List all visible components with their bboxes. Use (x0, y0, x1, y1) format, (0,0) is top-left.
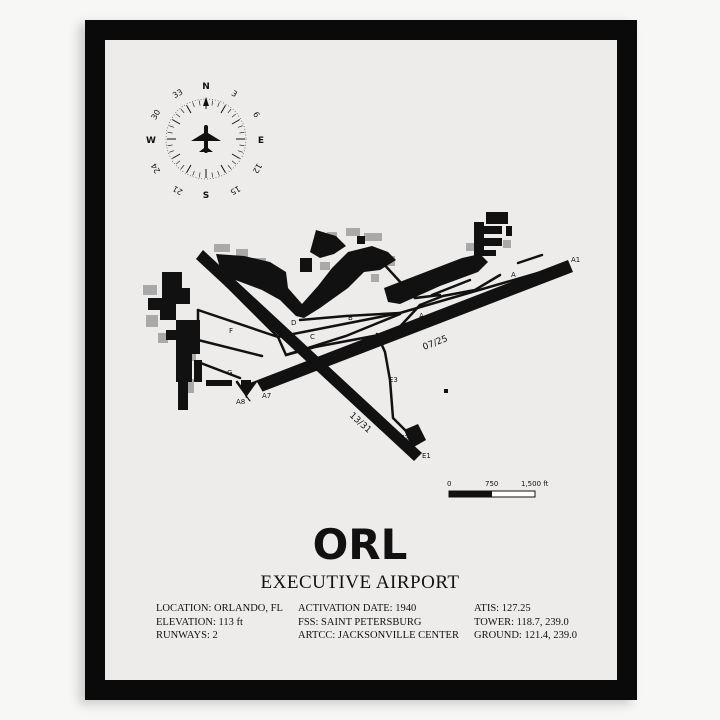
compass-tick (239, 131, 245, 134)
compass-tick (198, 100, 201, 106)
compass-tick (171, 153, 181, 159)
info-tower: TOWER: 118.7, 239.0 (474, 616, 569, 628)
compass-tick (231, 119, 241, 125)
compass-n: N (202, 82, 210, 92)
label-A4: A4 (440, 312, 450, 320)
scale-1500: 1,500 ft (521, 480, 549, 488)
compass-tick (180, 108, 185, 114)
info-fss: FSS: SAINT PETERSBURG (298, 616, 422, 628)
label-A1: A1 (571, 256, 580, 264)
compass-24: 24 (149, 162, 162, 175)
compass-tick (231, 160, 237, 165)
label-E2: E2 (400, 434, 409, 442)
compass-12: 12 (251, 162, 264, 175)
info-atis: ATIS: 127.25 (474, 603, 531, 614)
label-A3: A3 (480, 294, 489, 302)
scale-bar: 0 750 1,500 ft (447, 480, 549, 498)
compass-33: 33 (171, 87, 184, 100)
compass-rose: N E S W 3 6 12 15 21 24 30 33 (146, 82, 264, 201)
compass-tick (211, 172, 214, 178)
label-F: F (229, 327, 233, 335)
compass-tick (211, 100, 214, 106)
airplane-icon (191, 125, 221, 153)
compass-tick (175, 113, 181, 118)
label-A-2: A (419, 312, 424, 320)
airport-code: ORL (312, 520, 408, 569)
label-C: C (310, 333, 315, 341)
label-A: A (511, 271, 516, 279)
label-A-3: A (272, 373, 277, 381)
label-A5: A5 (384, 331, 393, 339)
taxiway-labels: A1 A2 A A3 A4 A A5 A6 A7 A8 A B C D E F … (225, 256, 580, 460)
compass-tick (220, 104, 226, 114)
info-artcc: ARTCC: JACKSONVILLE CENTER (298, 630, 459, 641)
compass-tick (231, 153, 241, 159)
compass-tick (217, 102, 220, 108)
compass-15: 15 (229, 184, 242, 197)
compass-21: 21 (171, 184, 184, 197)
compass-tick (239, 144, 245, 147)
compass-tick (169, 125, 175, 128)
label-E1: E1 (422, 452, 431, 460)
info-column-3: ATIS: 127.25 TOWER: 118.7, 239.0 GROUND:… (474, 602, 577, 643)
label-E4: E4 (288, 338, 297, 346)
label-E5: E5 (225, 281, 234, 289)
compass-tick (175, 160, 181, 165)
compass-6: 6 (251, 110, 261, 119)
compass-tick (180, 164, 185, 170)
info-activation: ACTIVATION DATE: 1940 (298, 603, 417, 614)
compass-30: 30 (149, 108, 162, 121)
label-A7: A7 (262, 392, 271, 400)
compass-tick (198, 172, 201, 178)
compass-tick (237, 125, 243, 128)
compass-tick (231, 113, 237, 118)
compass-tick (186, 104, 192, 114)
scale-750: 750 (485, 480, 498, 488)
compass-tick (171, 119, 181, 125)
compass-tick (227, 108, 232, 114)
label-A6: A6 (349, 347, 359, 355)
compass-tick (220, 164, 226, 174)
label-A2: A2 (540, 270, 549, 278)
info-location: LOCATION: ORLANDO, FL (156, 603, 283, 614)
compass-tick (237, 150, 243, 153)
compass-w: W (146, 136, 156, 146)
info-column-1: LOCATION: ORLANDO, FL ELEVATION: 113 ft … (156, 602, 283, 643)
label-E: E (257, 304, 261, 312)
runway-label-07-25: 07/25 (421, 334, 449, 353)
info-runways: RUNWAYS: 2 (156, 630, 218, 641)
runway-13-31 (196, 250, 422, 461)
compass-3: 3 (230, 89, 239, 99)
compass-tick (167, 144, 173, 147)
buildings (148, 212, 512, 448)
compass-tick (192, 102, 195, 108)
compass-tick (167, 131, 173, 134)
label-B: B (348, 314, 353, 322)
label-D: D (291, 319, 296, 327)
label-G: G (227, 369, 232, 377)
info-elevation: ELEVATION: 113 ft (156, 616, 243, 628)
compass-s: S (203, 191, 209, 201)
compass-tick (227, 164, 232, 170)
compass-tick (169, 150, 175, 153)
compass-tick (217, 170, 220, 176)
label-E3: E3 (389, 376, 398, 384)
scale-0: 0 (447, 480, 451, 488)
compass-tick (192, 170, 195, 176)
airport-name: EXECUTIVE AIRPORT (260, 572, 460, 593)
compass-tick (186, 164, 192, 174)
label-A8: A8 (236, 398, 245, 406)
info-ground: GROUND: 121.4, 239.0 (474, 630, 577, 641)
runways (196, 250, 573, 461)
compass-e: E (258, 136, 264, 146)
info-column-2: ACTIVATION DATE: 1940 FSS: SAINT PETERSB… (298, 602, 459, 643)
